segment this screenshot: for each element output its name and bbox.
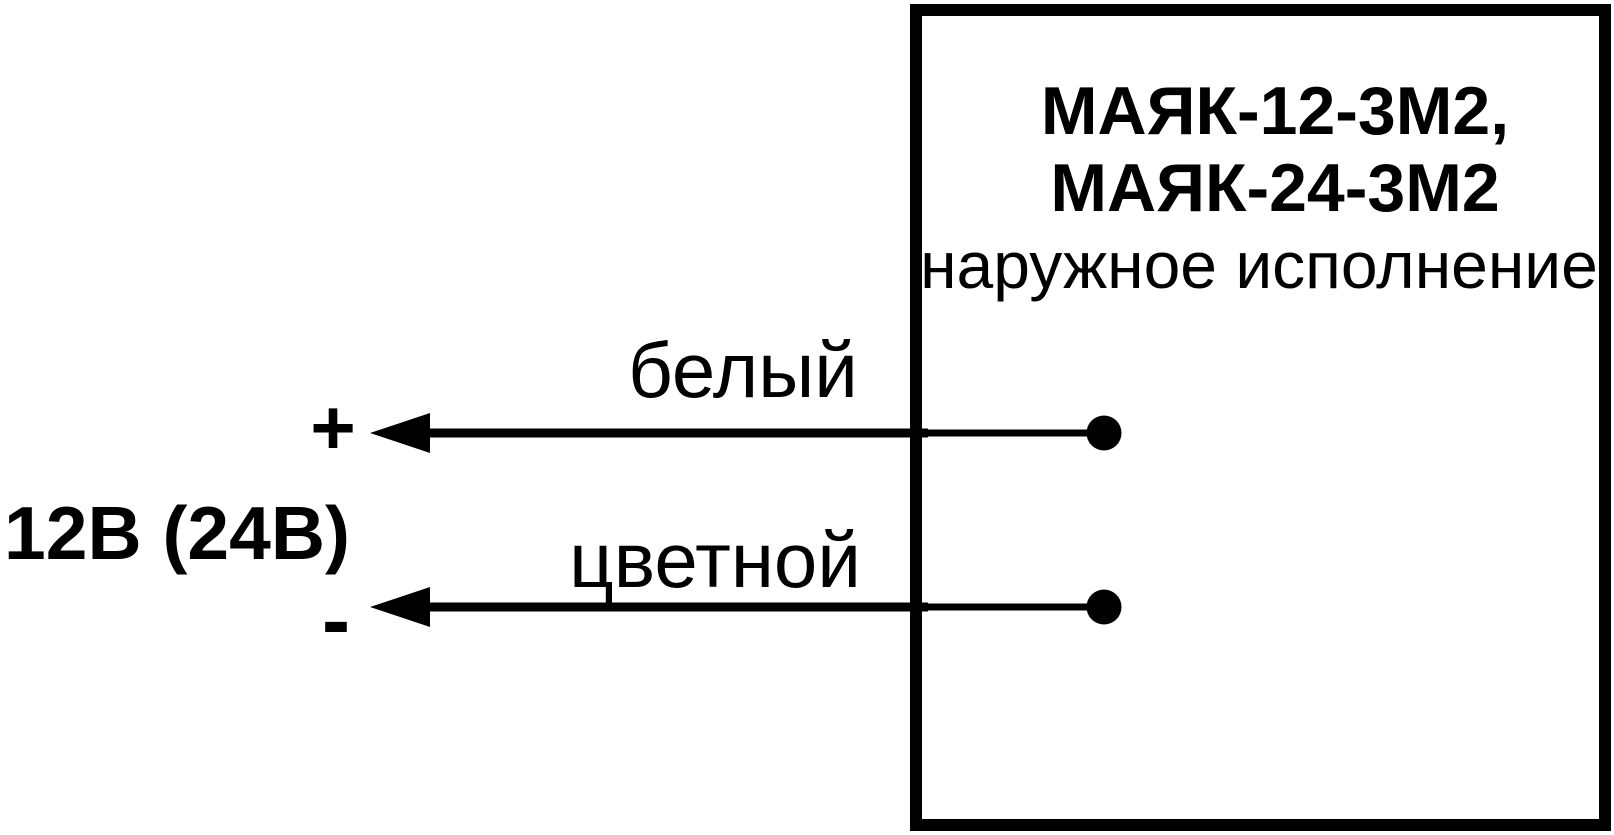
device-title-line-2: МАЯК-24-3М2 — [1050, 150, 1500, 226]
wire-colored-label: цветной — [569, 516, 861, 604]
wire-white-arrowhead-icon — [370, 413, 430, 453]
wire-white-label: белый — [628, 326, 858, 414]
wire-colored-terminal-dot — [1086, 589, 1122, 625]
device-box — [910, 4, 1611, 831]
wire-white-terminal-dot — [1086, 415, 1122, 451]
wire-white — [370, 413, 1122, 453]
plus-terminal-label: + — [310, 383, 356, 471]
minus-terminal-label: - — [321, 573, 351, 668]
device-title-line-1: МАЯК-12-3М2, — [1040, 73, 1510, 149]
power-voltage-label: 12В (24В) — [4, 491, 350, 575]
wire-colored — [370, 587, 1122, 627]
wire-colored-arrowhead-icon — [370, 587, 430, 627]
device-subtitle: наружное исполнение — [920, 228, 1598, 302]
